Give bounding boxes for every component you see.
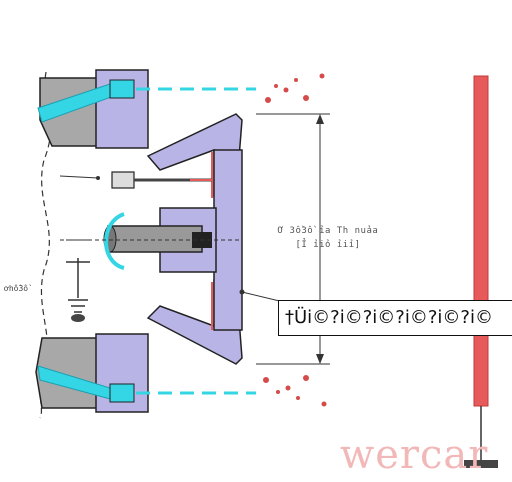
ground-symbol (68, 299, 88, 313)
spindle-body (107, 225, 203, 253)
dimension-arrow-bottom (316, 354, 324, 364)
leader-line-1 (59, 175, 99, 179)
red-target-bar (473, 75, 489, 407)
dimension-label-line1: Ơ 3ồ3ồ ỉa Th nuảa (277, 226, 379, 236)
particles-upper (265, 73, 325, 103)
sensor-block (111, 171, 135, 189)
lower-cyan-pad (109, 383, 135, 403)
callout-label: †Üi©?i©?i©?i©?i©?i© (278, 300, 512, 336)
upper-cyan-pad (109, 79, 135, 99)
dimension-arrow-top (316, 114, 324, 124)
watermark: wercar (340, 432, 489, 478)
ground-cap (71, 314, 85, 322)
leader-dot-1 (96, 176, 100, 180)
dimension-label-line2: [Ỉ ỉiỏ ỉiỉ] (295, 240, 361, 250)
cyan-arc-marker (104, 212, 125, 270)
target-base (464, 460, 498, 468)
side-label: ơhồ3ồ (4, 284, 29, 293)
leader-dot-flange (239, 289, 245, 295)
particles-lower (263, 375, 327, 407)
